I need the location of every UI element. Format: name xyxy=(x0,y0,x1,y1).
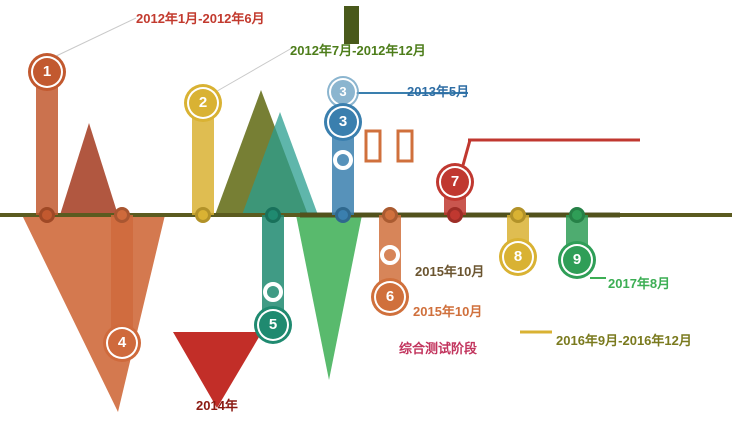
axis-node-1 xyxy=(39,207,55,223)
axis-node-2 xyxy=(195,207,211,223)
ring-icon-teal-stem xyxy=(263,282,283,302)
triangle-green-below xyxy=(296,215,362,380)
axis-node-9 xyxy=(569,207,585,223)
date-label-2015-dark: 2015年10月 xyxy=(415,264,485,279)
stem-4 xyxy=(111,215,133,343)
milestone-badge-5: 5 xyxy=(259,311,287,339)
milestone-badge-2: 2 xyxy=(189,89,217,117)
triangle-teal-above xyxy=(242,112,318,215)
date-label-top-center: 2012年7月-2012年12月 xyxy=(290,43,426,58)
milestone-number-8: 8 xyxy=(513,248,523,265)
axis-node-3 xyxy=(335,207,351,223)
date-label-top-left: 2012年1月-2012年6月 xyxy=(136,11,265,26)
milestone-badge-9: 9 xyxy=(563,246,591,274)
triangle-orange-below xyxy=(22,215,165,412)
axis-node-5 xyxy=(265,207,281,223)
milestone-number-5: 5 xyxy=(268,316,278,333)
ring-icon-blue-stem xyxy=(333,150,353,170)
milestone-badge-3-echo: 3 xyxy=(331,80,355,104)
milestone-badge-7: 7 xyxy=(441,168,469,196)
milestone-badge-8: 8 xyxy=(504,243,532,271)
milestone-badge-1: 1 xyxy=(33,58,61,86)
milestone-number-6: 6 xyxy=(385,288,395,305)
axis-node-8 xyxy=(510,207,526,223)
milestone-number-2: 2 xyxy=(198,94,208,111)
olive-top-bar xyxy=(344,6,359,44)
milestone-badge-6: 6 xyxy=(376,283,404,311)
orange-bracket-right xyxy=(396,129,414,163)
date-label-2016-range: 2016年9月-2016年12月 xyxy=(556,333,692,348)
milestone-number-7: 7 xyxy=(450,173,460,190)
triangle-rust-above xyxy=(60,123,118,215)
timeline-axis xyxy=(0,213,732,217)
milestone-number-4: 4 xyxy=(117,334,127,351)
milestone-number-3: 3 xyxy=(338,113,348,130)
gray-leader-line-2 xyxy=(211,47,293,95)
phase-label-magenta: 综合测试阶段 xyxy=(399,341,478,356)
stem-2 xyxy=(192,100,214,215)
milestone-badge-3: 3 xyxy=(329,108,357,136)
axis-node-4 xyxy=(114,207,130,223)
date-label-2015-orange: 2015年10月 xyxy=(413,304,483,319)
stem-5 xyxy=(262,215,284,325)
axis-node-6 xyxy=(382,207,398,223)
axis-node-7 xyxy=(447,207,463,223)
orange-bracket-left xyxy=(364,129,382,163)
milestone-number-1: 1 xyxy=(42,63,52,80)
date-label-2017: 2017年8月 xyxy=(608,276,671,291)
stem-1 xyxy=(36,72,58,215)
triangle-red-below xyxy=(173,332,262,408)
gray-leader-line-1 xyxy=(51,17,137,59)
ring-icon-orange-stem xyxy=(380,245,400,265)
milestone-badge-4: 4 xyxy=(108,329,136,357)
milestone-number-3-echo: 3 xyxy=(339,84,347,99)
date-label-2013: 2013年5月 xyxy=(407,84,470,99)
milestone-number-9: 9 xyxy=(572,251,582,268)
date-label-bottom-left: 2014年 xyxy=(196,398,238,413)
